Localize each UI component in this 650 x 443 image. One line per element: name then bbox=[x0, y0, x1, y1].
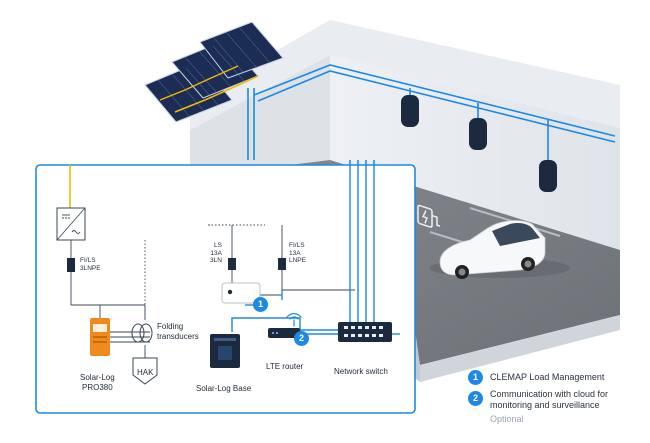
network-switch bbox=[338, 322, 392, 342]
legend-badge-2: 2 bbox=[468, 391, 483, 406]
label-solar-log-base: Solar-Log Base bbox=[196, 384, 252, 393]
badge-2: 2 bbox=[294, 331, 309, 346]
fuse-boxes bbox=[67, 258, 286, 272]
folding-transducers-icon bbox=[131, 323, 153, 343]
hak-icon bbox=[132, 357, 158, 385]
wall-cables bbox=[247, 64, 616, 175]
solar-log-base-device bbox=[210, 334, 240, 368]
wifi-icon bbox=[286, 312, 302, 327]
solar-panel-icon bbox=[144, 21, 284, 123]
clemap-device bbox=[221, 282, 261, 304]
inverter-icon bbox=[56, 207, 86, 241]
car-icon bbox=[430, 220, 570, 279]
diagram-wires bbox=[70, 224, 355, 358]
legend-item-1-text: CLEMAP Load Management bbox=[490, 372, 605, 382]
legend-item-2-text: Communication with cloud for monitoring … bbox=[490, 389, 609, 410]
lte-router bbox=[268, 328, 300, 338]
badge-1: 1 bbox=[253, 297, 268, 312]
solar-log-pro-meter bbox=[90, 318, 110, 356]
label-lte-router: LTE router bbox=[266, 362, 304, 371]
legend-item-2-optional: Optional bbox=[490, 414, 524, 424]
wallbox-icon bbox=[401, 95, 557, 192]
ev-charging-icon bbox=[417, 204, 440, 228]
label-network-switch: Network switch bbox=[334, 367, 388, 376]
legend-badge-1: 1 bbox=[468, 370, 483, 385]
label-hak: HAK bbox=[137, 368, 154, 377]
